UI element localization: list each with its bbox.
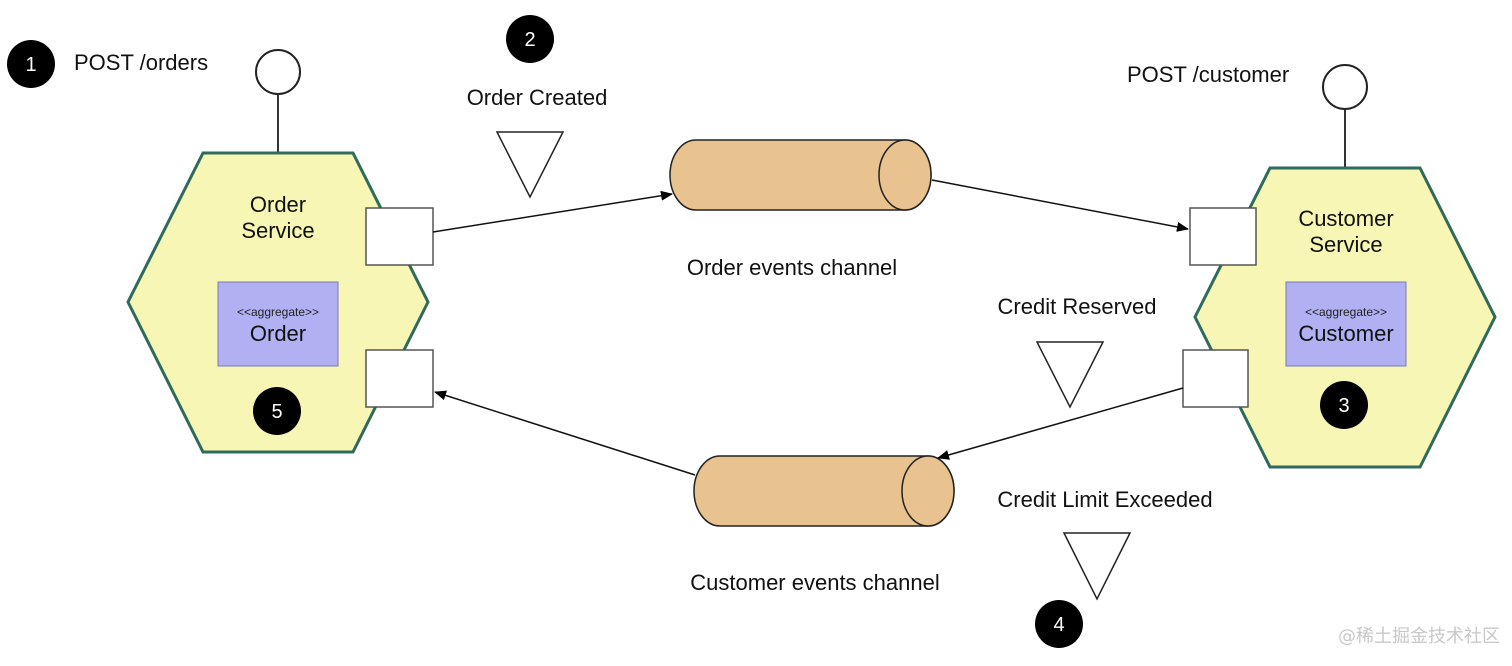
order-aggregate-stereotype: <<aggregate>>: [237, 305, 319, 319]
step-badge-2-text: 2: [524, 29, 535, 51]
order-created-label: Order Created: [467, 85, 608, 110]
step-badge-1-text: 1: [25, 54, 36, 76]
customer-inbound-port: [1189, 207, 1257, 266]
order-created-event-icon: [495, 131, 565, 199]
arrow-order-channel-to-customer: [931, 179, 1189, 232]
customer-aggregate-box: [1285, 281, 1407, 367]
customer-api-endpoint-icon: [1322, 64, 1368, 110]
customer-events-channel: [693, 455, 955, 527]
order-api-label: POST /orders: [74, 50, 208, 75]
order-outbound-port: [365, 207, 434, 266]
order-aggregate-name: Order: [250, 321, 306, 346]
order-api-endpoint-icon: [255, 49, 301, 95]
step-badge-3-text: 3: [1338, 395, 1349, 417]
order-service: Order Service <<aggregate>> Order: [126, 49, 434, 454]
step-badge-2: 2: [506, 15, 554, 63]
watermark: @稀土掘金技术社区: [1338, 626, 1500, 647]
customer-outbound-port: [1182, 349, 1249, 408]
customer-channel-cap: [901, 455, 955, 527]
arrow-customer-to-customer-channel: [937, 387, 1184, 460]
order-service-title-line2: Service: [241, 218, 314, 243]
order-aggregate-box: [217, 281, 339, 367]
step-badge-3: 3: [1320, 381, 1368, 429]
order-service-title-line1: Order: [250, 192, 306, 217]
customer-service-title-line1: Customer: [1298, 206, 1393, 231]
arrow-order-to-order-channel: [432, 190, 673, 233]
credit-reserved-label: Credit Reserved: [998, 294, 1157, 319]
order-events-channel-label: Order events channel: [687, 255, 897, 280]
credit-limit-exceeded-event-icon: [1062, 532, 1132, 601]
step-badge-5: 5: [253, 387, 301, 435]
credit-limit-exceeded-label: Credit Limit Exceeded: [997, 487, 1212, 512]
step-badge-4-text: 4: [1053, 614, 1064, 636]
customer-aggregate-name: Customer: [1298, 321, 1393, 346]
step-badge-1: 1: [7, 40, 55, 88]
step-badge-5-text: 5: [271, 401, 282, 423]
arrow-customer-channel-to-order: [434, 390, 696, 476]
customer-events-channel-label: Customer events channel: [690, 570, 939, 595]
customer-service: Customer Service <<aggregate>> Customer: [1182, 64, 1497, 469]
customer-aggregate-stereotype: <<aggregate>>: [1305, 305, 1387, 319]
customer-service-title-line2: Service: [1309, 232, 1382, 257]
credit-reserved-event-icon: [1035, 341, 1105, 409]
step-badge-4: 4: [1035, 600, 1083, 648]
order-channel-cap: [878, 139, 932, 211]
order-events-channel: [669, 139, 932, 211]
customer-api-label: POST /customer: [1127, 62, 1289, 87]
order-inbound-port: [365, 349, 434, 408]
